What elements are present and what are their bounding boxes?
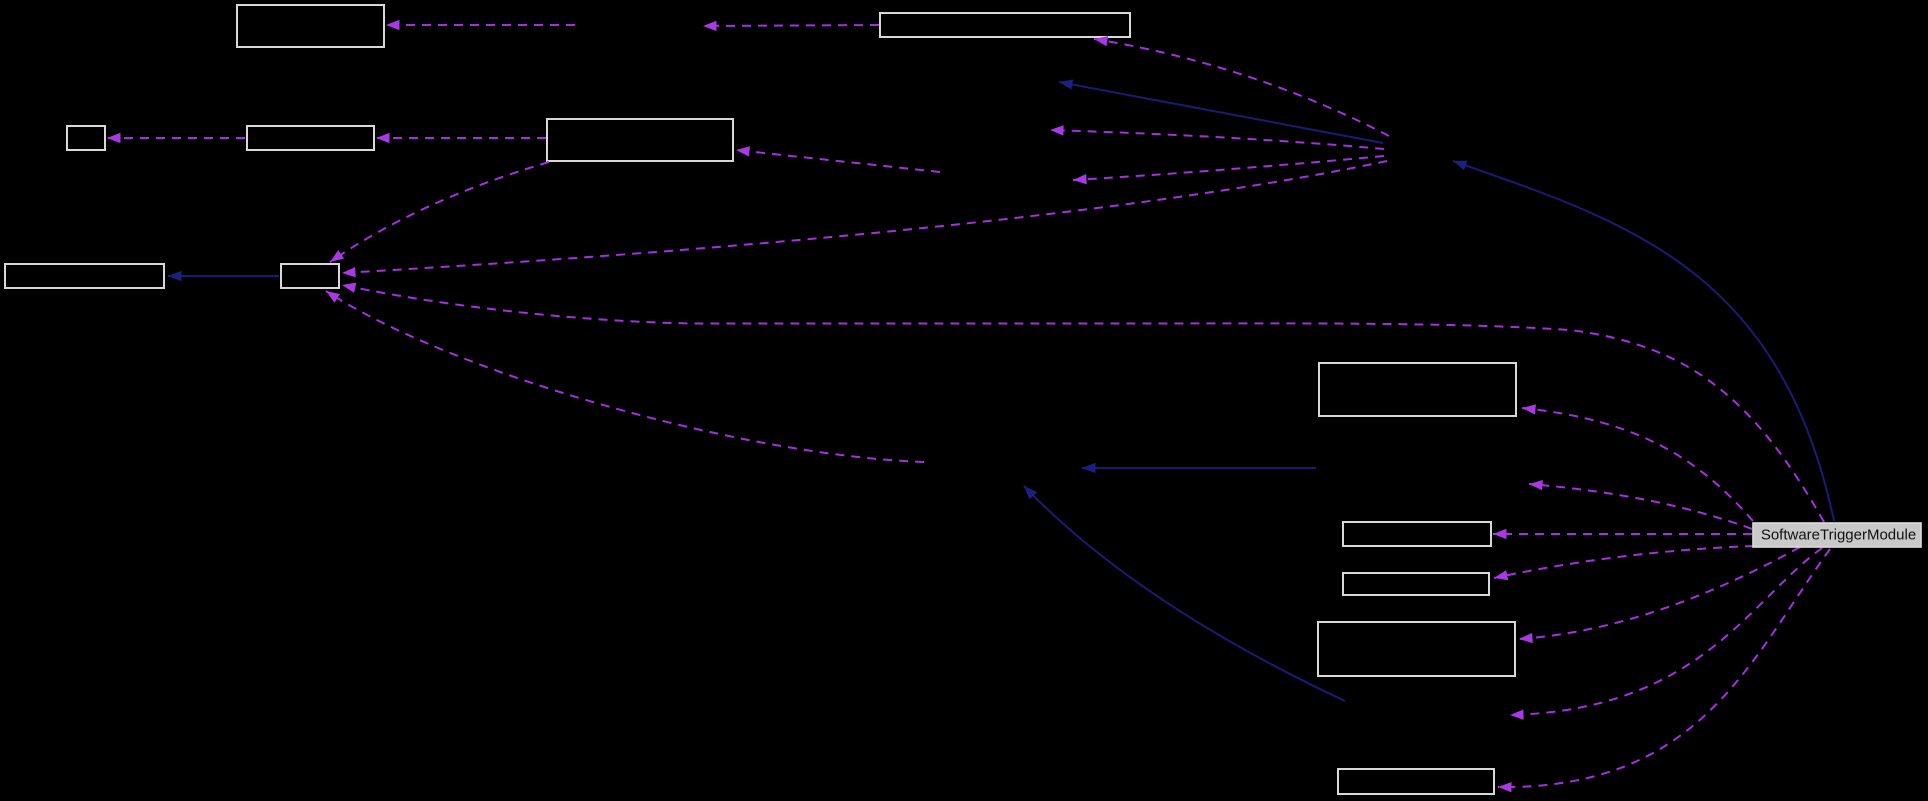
svg-text:SoftwareTriggerModule: SoftwareTriggerModule bbox=[1761, 527, 1916, 544]
